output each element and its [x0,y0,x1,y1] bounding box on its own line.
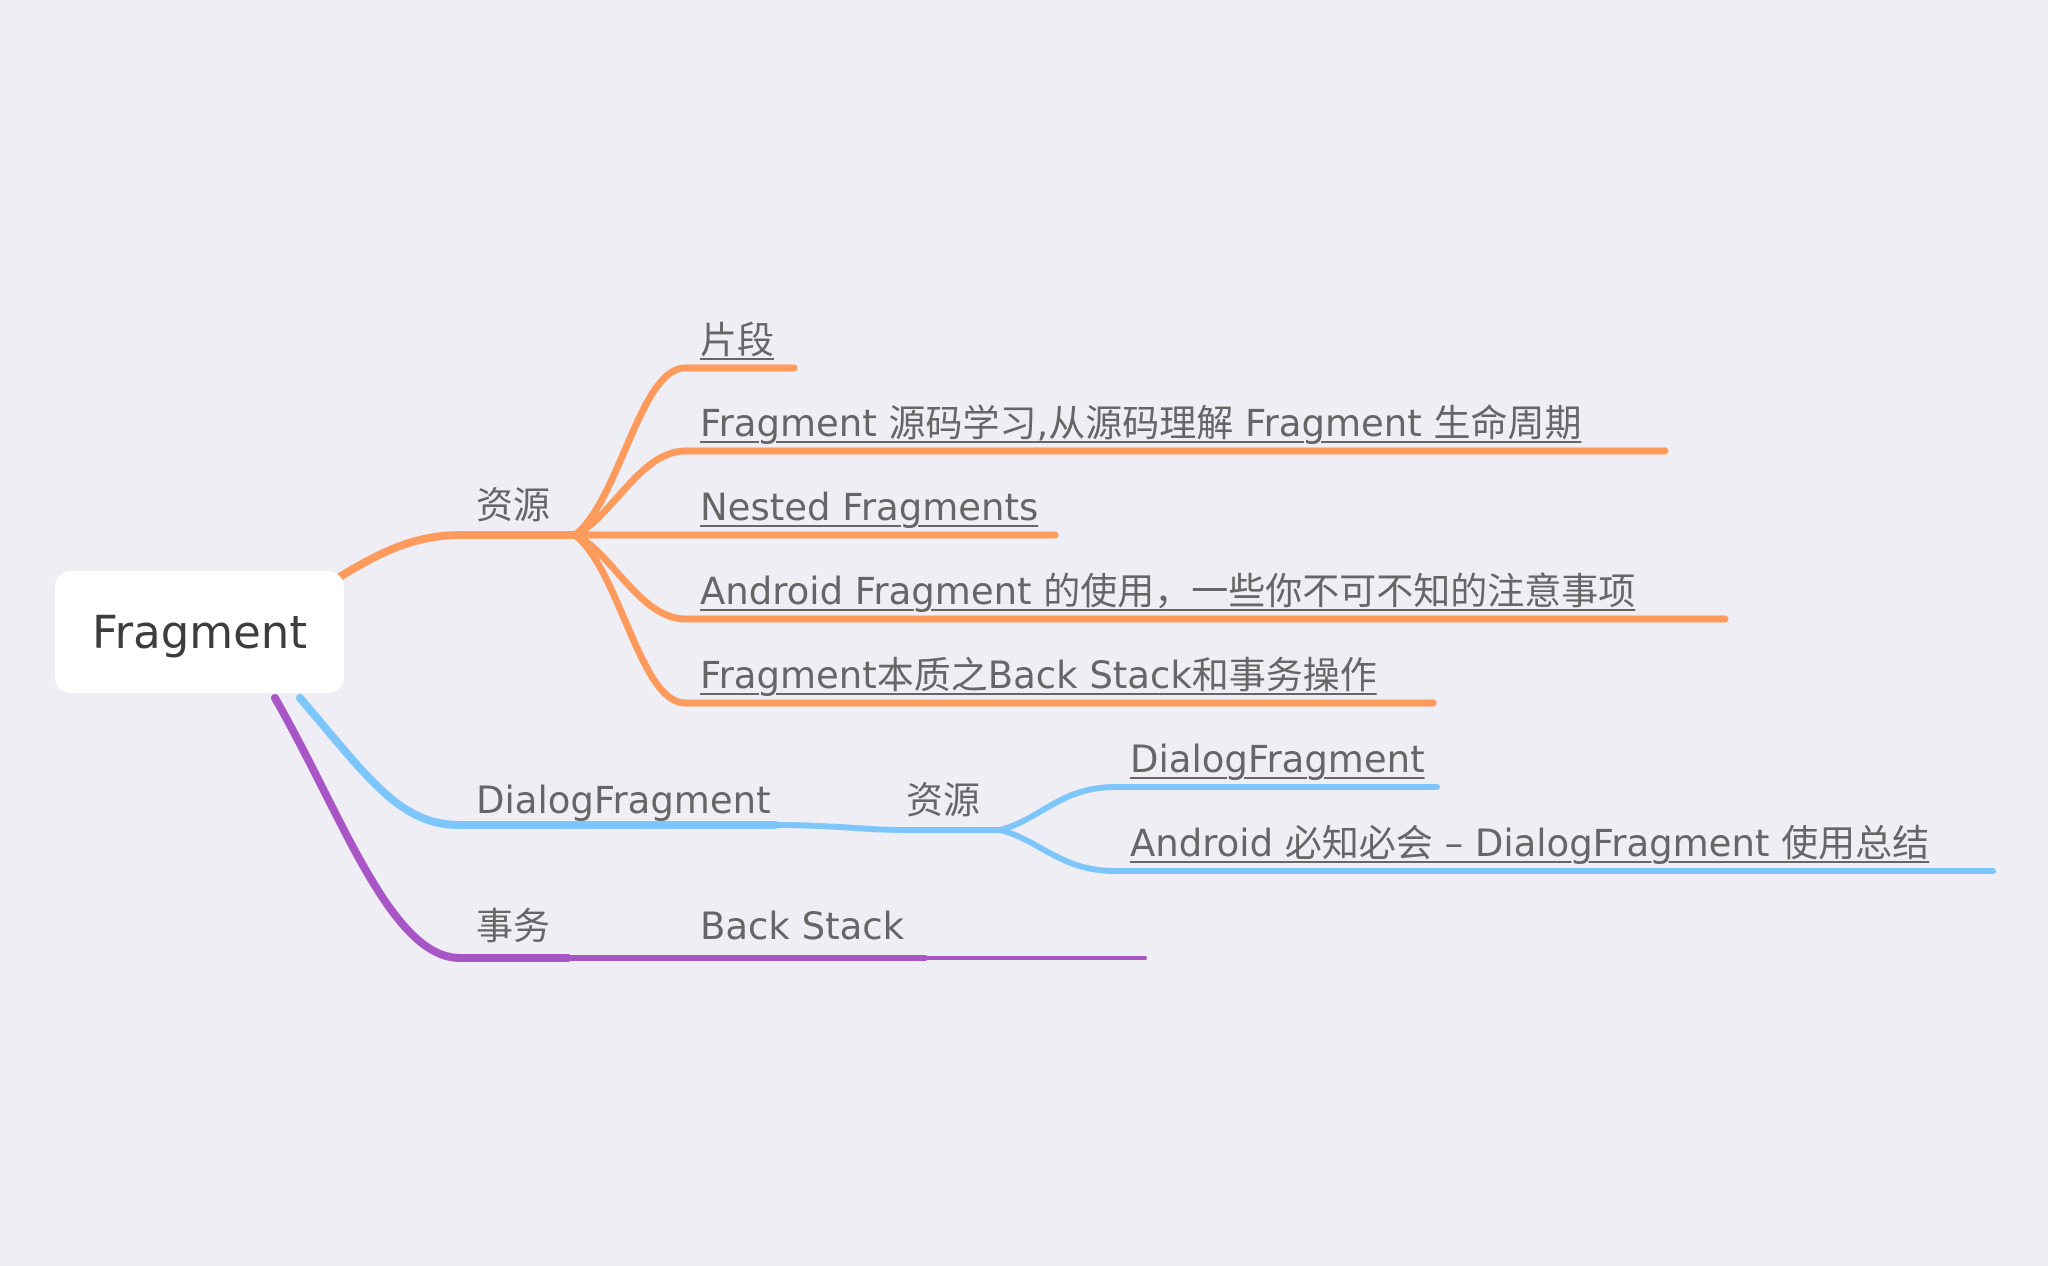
edge-root-resources [334,531,579,582]
link-nested-fragments[interactable]: Nested Fragments [700,486,1039,529]
link-dialogfragment-summary[interactable]: Android 必知必会 – DialogFragment 使用总结 [1130,822,1930,865]
link-fragment-cn[interactable]: 片段 [700,319,774,362]
topic-dialogfragment[interactable]: DialogFragment [476,779,771,822]
link-fragment-back-stack[interactable]: Fragment本质之Back Stack和事务操作 [700,654,1377,697]
edge-resources-link-2 [571,447,1669,539]
topic-dialogfragment-resources[interactable]: 资源 [906,779,980,822]
link-fragment-source-lifecycle[interactable]: Fragment 源码学习,从源码理解 Fragment 生命周期 [700,402,1582,445]
topic-back-stack[interactable]: Back Stack [700,905,905,948]
link-android-fragment-usage[interactable]: Android Fragment 的使用，一些你不可不知的注意事项 [700,570,1636,613]
edge-resources-link-1 [571,364,798,539]
root-topic-label: Fragment [92,605,307,659]
edge-dialog-resources-link-2 [997,827,1996,874]
link-dialogfragment[interactable]: DialogFragment [1130,738,1425,781]
edge-dialog-resources-link-1 [997,784,1440,833]
topic-transaction[interactable]: 事务 [476,905,550,948]
edge-root-dialogfragment [296,694,779,829]
edge-root-transaction [271,694,572,962]
edge-dialogfragment-resources [772,822,1003,833]
topic-resources[interactable]: 资源 [476,484,550,527]
edge-resources-link-5 [571,531,1437,707]
root-topic[interactable]: Fragment [55,571,344,693]
